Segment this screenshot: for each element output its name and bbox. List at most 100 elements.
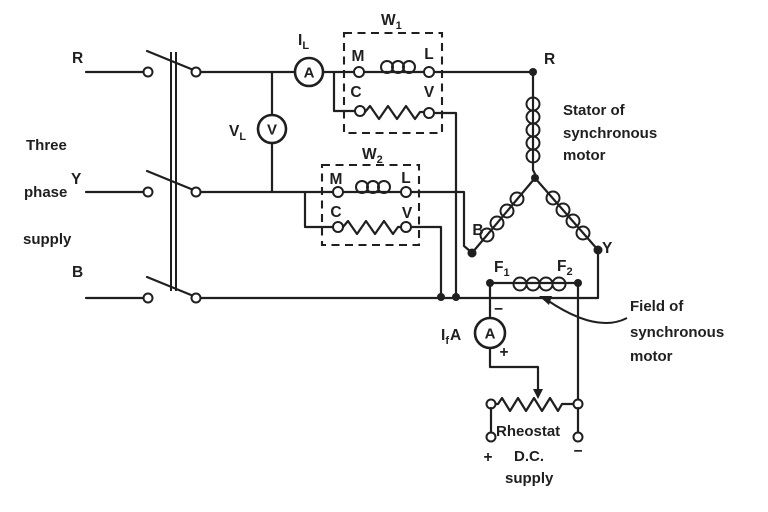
line-voltmeter-label-main: V bbox=[229, 123, 240, 140]
stator: R Stator of synchronous motor B Y bbox=[467, 51, 657, 258]
w2-label: W2 bbox=[362, 146, 383, 166]
supply-caption-line3: supply bbox=[23, 231, 72, 248]
phase-y-label: Y bbox=[71, 171, 82, 188]
stator-node-r-dot bbox=[529, 68, 537, 76]
stator-terminal-r-label: R bbox=[544, 51, 555, 68]
switch-gang-bar bbox=[170, 52, 177, 291]
w2-terminal-c bbox=[332, 221, 344, 233]
field-ammeter-symbol: A bbox=[485, 326, 496, 343]
triple-pole-switch bbox=[142, 49, 202, 304]
stator-node-b-dot bbox=[467, 248, 477, 258]
stator-caption-line2: synchronous bbox=[563, 125, 657, 142]
line-voltmeter-symbol: V bbox=[267, 122, 277, 139]
w1-pressure-resistor bbox=[363, 104, 426, 121]
field-callout-line bbox=[546, 299, 628, 325]
field-caption-line2: synchronous bbox=[630, 324, 724, 341]
stator-caption-line3: motor bbox=[563, 147, 606, 164]
stator-terminal-b-label: B bbox=[472, 222, 483, 239]
rheostat-element bbox=[493, 396, 575, 413]
w2-terminal-m bbox=[332, 186, 344, 198]
dc-terminal-minus bbox=[572, 431, 584, 443]
field-f2-label: F2 bbox=[557, 258, 573, 278]
w2-terminal-v bbox=[400, 221, 412, 233]
dc-caption-line2: supply bbox=[505, 470, 554, 487]
w2-terminal-l-label: L bbox=[401, 170, 410, 187]
w2-current-coil bbox=[355, 180, 391, 194]
switch-contact-b-right bbox=[190, 292, 202, 304]
switch-contact-r-right bbox=[190, 66, 202, 78]
field-ammeter-label-main: I bbox=[441, 327, 445, 344]
w1-v-to-bus-wire bbox=[432, 111, 458, 298]
switch-blade-y bbox=[145, 169, 198, 193]
wattmeter-w1: W1 M L C V bbox=[332, 12, 458, 298]
ammeter-to-rheostat-wiper-wire bbox=[488, 346, 540, 392]
stator-caption-line1: Stator of bbox=[563, 102, 626, 119]
line-ammeter-label-sub: L bbox=[302, 40, 309, 52]
dc-plus-label: + bbox=[483, 449, 492, 466]
rheostat-dc-supply: + − Rheostat D.C. supply bbox=[483, 281, 584, 487]
field-f1-label-sub: 1 bbox=[503, 267, 509, 279]
stator-coil-b bbox=[479, 191, 525, 243]
w1-label: W1 bbox=[381, 12, 402, 32]
field-ammeter-plus: + bbox=[499, 344, 508, 361]
w1-current-coil bbox=[380, 60, 416, 74]
rheostat-label: Rheostat bbox=[496, 423, 560, 440]
switch-contact-b-left bbox=[142, 292, 154, 304]
field-callout-arrowhead bbox=[539, 296, 552, 305]
field-ammeter: − IfA A + bbox=[441, 281, 543, 399]
switch-contact-y-left bbox=[142, 186, 154, 198]
field-ammeter-label: IfA bbox=[441, 327, 461, 347]
switch-contact-r-left bbox=[142, 66, 154, 78]
w2-terminal-v-label: V bbox=[402, 205, 413, 222]
w2-pressure-resistor bbox=[341, 219, 403, 236]
wattmeter-w2: W2 M L C V bbox=[303, 146, 443, 298]
w1-label-sub: 1 bbox=[396, 20, 402, 32]
stator-terminal-y-label: Y bbox=[602, 240, 613, 257]
supply-caption-line2: phase bbox=[24, 184, 67, 201]
w1-terminal-v-label: V bbox=[424, 84, 435, 101]
dc-caption-line1: D.C. bbox=[514, 448, 544, 465]
line-ammeter-label: IL bbox=[298, 32, 309, 52]
line-ammeter: IL A bbox=[293, 32, 325, 88]
stator-node-y-dot bbox=[593, 245, 603, 255]
field-ammeter-label-sub: f bbox=[445, 335, 449, 347]
line-ammeter-label-main: I bbox=[298, 32, 302, 49]
line-voltmeter-label: VL bbox=[229, 123, 246, 143]
w1-terminal-l-label: L bbox=[424, 46, 433, 63]
phase-r-label: R bbox=[72, 50, 83, 67]
line-ammeter-dial bbox=[293, 56, 325, 88]
line-voltmeter-label-sub: L bbox=[239, 131, 246, 143]
w2-terminal-l bbox=[400, 186, 412, 198]
w2-pressure-branch-wire bbox=[303, 190, 335, 229]
stator-phase-r-lead bbox=[531, 74, 537, 176]
w2-label-sub: 2 bbox=[377, 154, 383, 166]
line-ammeter-symbol: A bbox=[304, 65, 315, 82]
stator-coil-y-lead bbox=[533, 176, 600, 252]
w1-terminal-m-label: M bbox=[352, 48, 365, 65]
w2-boundary-box bbox=[320, 163, 421, 247]
switch-blade-b bbox=[145, 275, 198, 299]
phase-b-label: B bbox=[72, 264, 83, 281]
w1-terminal-l bbox=[423, 66, 435, 78]
field-winding: F1 F2 Field of synchronous motor bbox=[486, 258, 724, 365]
rheostat-wiper-arrowhead bbox=[533, 389, 543, 399]
field-caption-line3: motor bbox=[630, 348, 673, 365]
w1-pressure-branch-wire bbox=[332, 70, 357, 113]
w2-v-to-bus-wire bbox=[409, 225, 443, 298]
w1-boundary-box bbox=[342, 31, 444, 135]
w1-terminal-c-label: C bbox=[350, 84, 361, 101]
w2-label-main: W bbox=[362, 146, 377, 163]
b-line-bus-wire bbox=[199, 252, 600, 300]
field-f1-label: F1 bbox=[494, 259, 510, 279]
w1-terminal-m bbox=[353, 66, 365, 78]
y-line-wire bbox=[199, 190, 472, 253]
switch-contact-y-right bbox=[190, 186, 202, 198]
field-caption-line1: Field of bbox=[630, 298, 684, 315]
w2-terminal-m-label: M bbox=[330, 171, 343, 188]
dc-minus-label: − bbox=[573, 443, 582, 460]
switch-blade-r bbox=[145, 49, 198, 73]
w1-label-main: W bbox=[381, 12, 396, 29]
field-f1-label-main: F bbox=[494, 259, 503, 276]
